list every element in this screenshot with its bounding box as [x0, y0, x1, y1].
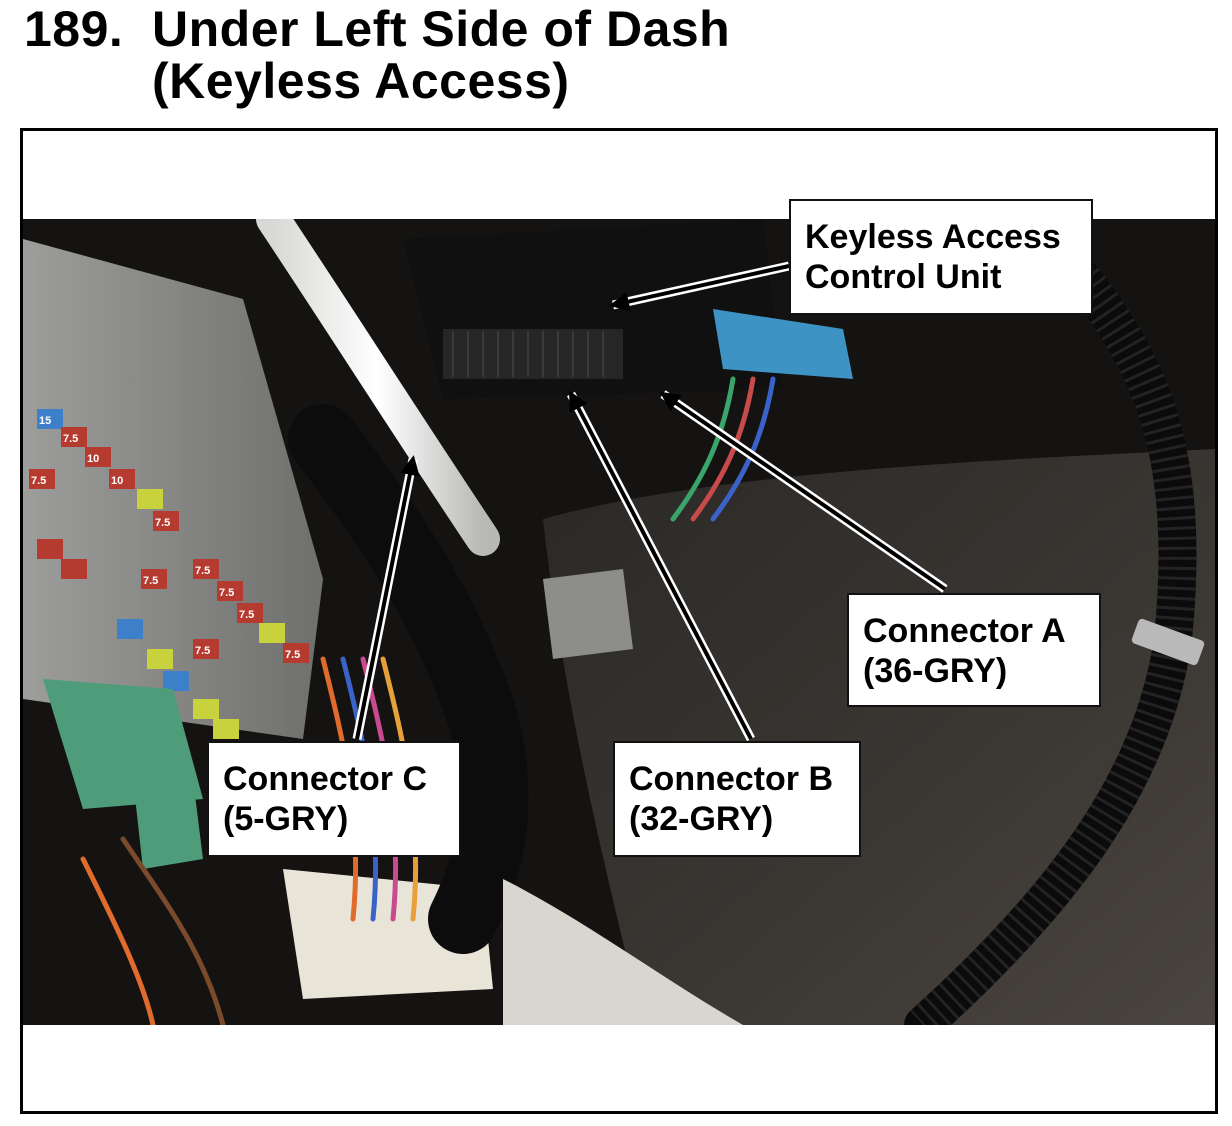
svg-text:15: 15 [39, 415, 51, 427]
svg-text:7.5: 7.5 [155, 517, 170, 529]
callout-line-1: Connector C [223, 760, 427, 798]
callout-connector-b: Connector B (32-GRY) [613, 741, 861, 857]
callout-line-2: Control Unit [805, 258, 1002, 296]
callout-line-1: Connector A [863, 612, 1066, 650]
callout-connector-a: Connector A (36-GRY) [847, 593, 1101, 707]
callout-line-2: (5-GRY) [223, 800, 349, 838]
figure-number: 189. [24, 1, 124, 57]
callout-line-1: Keyless Access [805, 218, 1061, 256]
svg-text:7.5: 7.5 [285, 649, 300, 661]
svg-text:7.5: 7.5 [143, 575, 158, 587]
title-line-1: Under Left Side of Dash [152, 1, 731, 57]
callout-line-1: Connector B [629, 760, 833, 798]
floor-panel [543, 449, 1215, 1025]
callout-connector-c: Connector C (5-GRY) [207, 741, 461, 857]
harness-clamp [1131, 618, 1205, 666]
svg-text:10: 10 [87, 453, 99, 465]
svg-text:7.5: 7.5 [195, 565, 210, 577]
svg-text:7.5: 7.5 [195, 645, 210, 657]
green-connector [43, 679, 203, 809]
callout-line-2: (36-GRY) [863, 652, 1008, 690]
callout-line-2: (32-GRY) [629, 800, 774, 838]
white-harness-sleeve [256, 219, 500, 556]
fuse-rows: 15 7.5 10 10 7.5 7.5 7.5 7.5 7.5 7.5 7.5… [29, 409, 309, 739]
svg-text:7.5: 7.5 [219, 587, 234, 599]
svg-text:7.5: 7.5 [63, 433, 78, 445]
figure-frame: 15 7.5 10 10 7.5 7.5 7.5 7.5 7.5 7.5 7.5… [20, 128, 1218, 1114]
title-line-2: (Keyless Access) [152, 53, 570, 109]
floor-trim [503, 879, 743, 1025]
svg-text:10: 10 [111, 475, 123, 487]
blue-connector [713, 309, 853, 379]
callout-keyless-access-control-unit: Keyless Access Control Unit [789, 199, 1093, 315]
svg-text:7.5: 7.5 [239, 609, 254, 621]
relay-label [543, 569, 633, 659]
svg-text:7.5: 7.5 [31, 475, 46, 487]
